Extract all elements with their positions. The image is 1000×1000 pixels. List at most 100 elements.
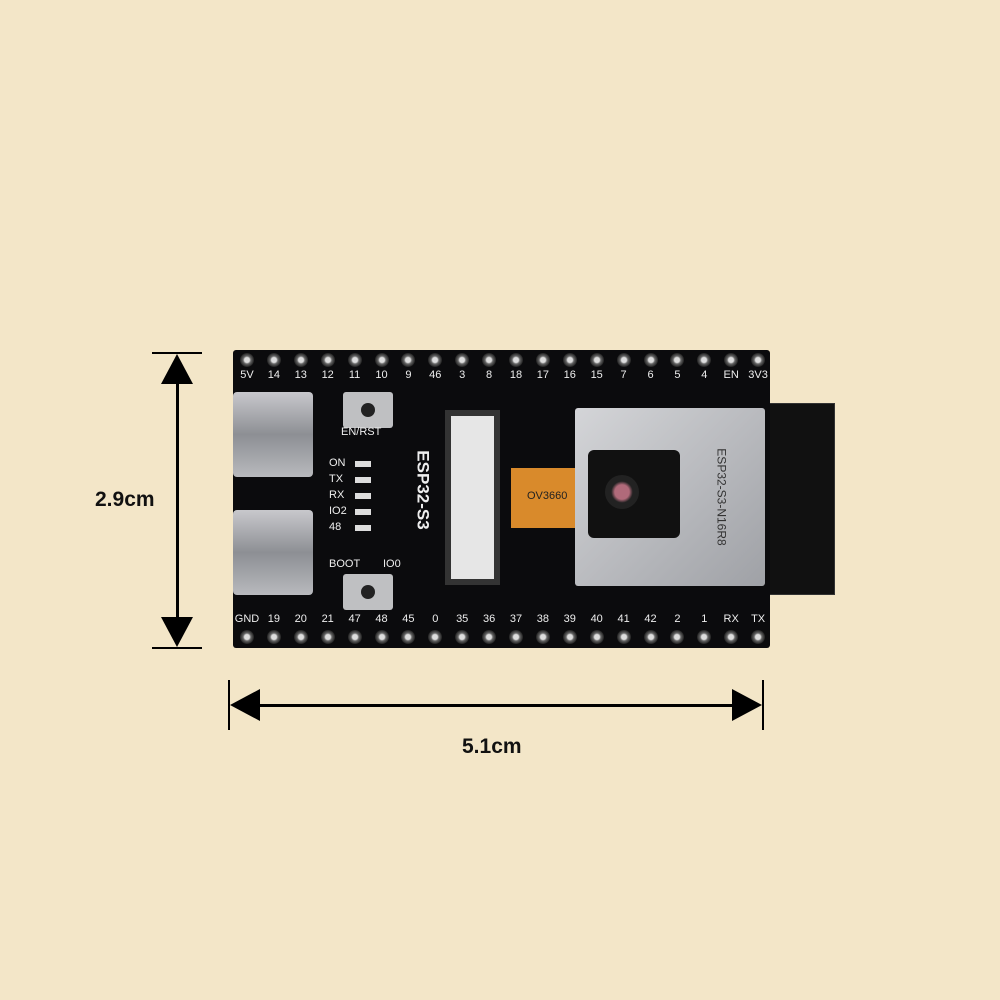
pin-label-bottom: GND <box>234 613 260 625</box>
header-pin <box>401 353 416 367</box>
width-label: 5.1cm <box>462 735 522 758</box>
width-dimension-line <box>228 680 230 730</box>
pin-label-top: 3 <box>459 369 466 381</box>
camera-model: OV3660 <box>527 490 568 502</box>
header-pin <box>509 353 523 367</box>
header-pin <box>428 630 443 644</box>
pcb-antenna <box>765 403 835 595</box>
board-name: ESP32-S3 <box>413 450 433 530</box>
header-pin <box>293 630 308 644</box>
pin-label-bottom: 20 <box>294 613 307 625</box>
pin-label-bottom: TX <box>751 613 766 625</box>
pin-label-bottom: 36 <box>482 613 496 625</box>
pin-label-top: 9 <box>405 369 412 381</box>
pin-label-top: 4 <box>701 369 708 381</box>
pin-label-top: 46 <box>429 369 442 381</box>
header-pin <box>589 353 604 367</box>
pin-label-top: 18 <box>509 369 523 381</box>
led-label: ON <box>329 457 346 469</box>
pin-label-top: 7 <box>620 369 627 381</box>
pin-label-top: 15 <box>590 369 603 381</box>
pin-label-top: 12 <box>321 369 334 381</box>
header-pin <box>616 353 631 367</box>
boot-label: BOOT <box>329 558 361 570</box>
led-label: RX <box>329 489 345 501</box>
pin-label-bottom: 21 <box>321 613 334 625</box>
usb-c-port <box>233 392 313 477</box>
header-pin <box>266 353 281 367</box>
header-pin <box>374 353 389 367</box>
height-dimension-line <box>152 647 202 649</box>
header-pin <box>724 630 739 644</box>
pin-label-top: 14 <box>267 369 281 381</box>
height-arrow-shaft <box>176 370 179 630</box>
header-pin <box>751 353 766 367</box>
pin-label-bottom: 39 <box>563 613 576 625</box>
status-led <box>355 477 371 483</box>
header-pin <box>455 353 470 367</box>
fpc-connector <box>445 410 500 585</box>
header-pin <box>535 630 550 644</box>
pin-label-bottom: 0 <box>432 613 439 625</box>
header-pin <box>482 353 497 367</box>
module-name: ESP32-S3-N16R8 <box>714 448 729 546</box>
en-rst-label: EN/RST <box>341 426 382 438</box>
header-pin <box>240 353 254 367</box>
header-pin <box>347 353 362 367</box>
pin-label-bottom: 45 <box>402 613 415 625</box>
io0-label: IO0 <box>383 558 401 570</box>
height-label: 2.9cm <box>95 488 155 511</box>
pin-label-top: 10 <box>375 369 388 381</box>
header-pin <box>401 630 416 644</box>
arrow-up-icon <box>161 354 193 384</box>
header-pin <box>670 353 685 367</box>
arrow-down-icon <box>161 617 193 647</box>
header-pin <box>643 353 658 367</box>
header-pin <box>455 630 470 644</box>
header-pin <box>643 630 658 644</box>
pin-label-top: 11 <box>348 369 361 381</box>
header-pin <box>374 630 389 644</box>
header-pin <box>428 353 443 367</box>
pin-label-top: 8 <box>486 369 493 381</box>
arrow-right-icon <box>732 689 762 721</box>
pin-label-bottom: 47 <box>348 613 361 625</box>
pin-label-bottom: 2 <box>674 613 681 625</box>
header-pin <box>266 630 281 644</box>
pin-label-bottom: 40 <box>590 613 603 625</box>
header-pin <box>670 630 685 644</box>
header-pin <box>724 353 739 367</box>
pin-label-bottom: 42 <box>644 613 657 625</box>
pin-label-top: 5V <box>240 369 254 381</box>
led-label: 48 <box>329 521 342 533</box>
header-pin <box>482 630 497 644</box>
header-pin <box>535 353 550 367</box>
pin-label-top: 13 <box>294 369 307 381</box>
usb-c-port <box>233 510 313 595</box>
pin-label-bottom: RX <box>723 613 739 625</box>
pin-label-bottom: 48 <box>375 613 388 625</box>
header-pin <box>697 630 712 644</box>
header-pin <box>509 630 523 644</box>
header-pin <box>751 630 766 644</box>
pin-label-bottom: 19 <box>267 613 281 625</box>
header-pin <box>320 353 335 367</box>
esp32-s3-board: EN/RST BOOT IO0 ESP32-S3 OV3660 ESP32-S3… <box>233 350 770 648</box>
header-pin <box>320 630 335 644</box>
header-pin <box>616 630 631 644</box>
pin-label-top: 16 <box>563 369 576 381</box>
pin-label-bottom: 38 <box>536 613 550 625</box>
header-pin <box>589 630 604 644</box>
header-pin <box>562 353 577 367</box>
pin-label-bottom: 35 <box>456 613 469 625</box>
header-pin <box>347 630 362 644</box>
led-label: TX <box>329 473 344 485</box>
boot-button <box>343 574 393 610</box>
status-led <box>355 461 371 467</box>
height-dimension-line <box>152 352 202 354</box>
camera-lens <box>605 475 639 509</box>
status-led <box>355 525 371 531</box>
width-dimension-line <box>762 680 764 730</box>
status-led <box>355 509 371 515</box>
width-arrow-shaft <box>250 704 745 707</box>
